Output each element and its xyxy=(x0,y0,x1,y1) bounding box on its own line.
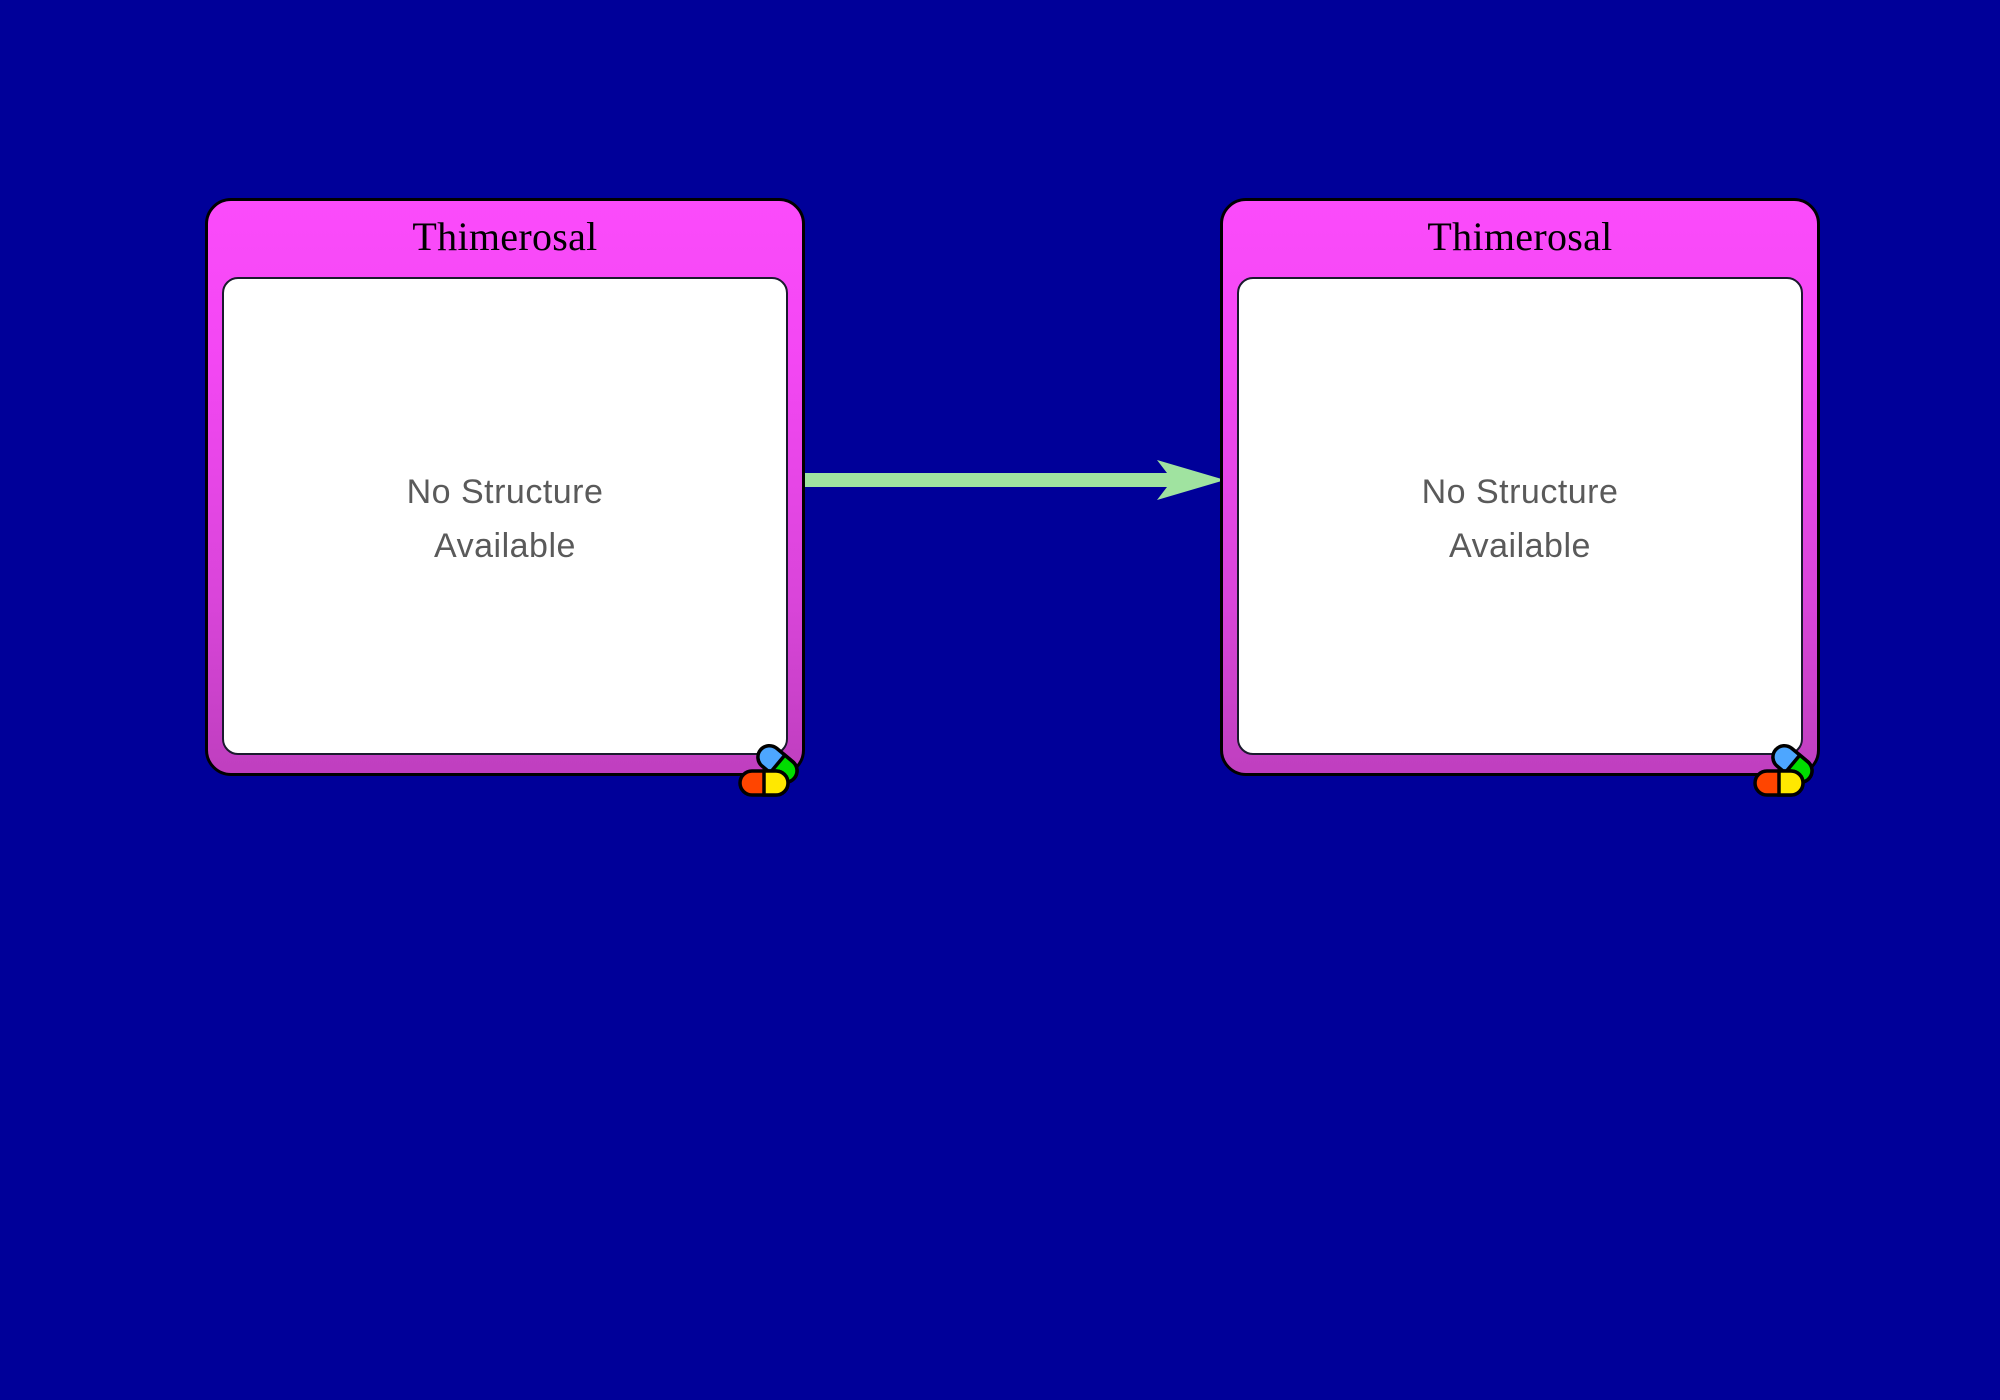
pill-badge-cluster-right[interactable] xyxy=(1753,735,1825,801)
arrow-shaft xyxy=(805,473,1173,487)
node-title-left: Thimerosal xyxy=(412,214,598,259)
arrow-icon[interactable] xyxy=(805,455,1225,505)
no-structure-label-left: No Structure Available xyxy=(406,473,604,565)
capsule-yellow-half xyxy=(1777,769,1805,797)
node-card-left[interactable]: Thimerosal No Structure Available xyxy=(205,198,805,797)
node-title-right: Thimerosal xyxy=(1427,214,1613,259)
capsule-yellow-half xyxy=(762,769,790,797)
no-structure-label-right: No Structure Available xyxy=(1421,473,1619,565)
arrow-head xyxy=(1157,460,1225,500)
capsule-icons-right[interactable] xyxy=(1753,735,1825,801)
node-card-right[interactable]: Thimerosal No Structure Available xyxy=(1220,198,1820,797)
edge-left-to-right[interactable] xyxy=(805,455,1225,505)
pill-badge-cluster-left[interactable] xyxy=(738,735,810,801)
node-body-right: No Structure Available xyxy=(1237,277,1803,755)
capsule-icons-left[interactable] xyxy=(738,735,810,801)
node-body-left: No Structure Available xyxy=(222,277,788,755)
